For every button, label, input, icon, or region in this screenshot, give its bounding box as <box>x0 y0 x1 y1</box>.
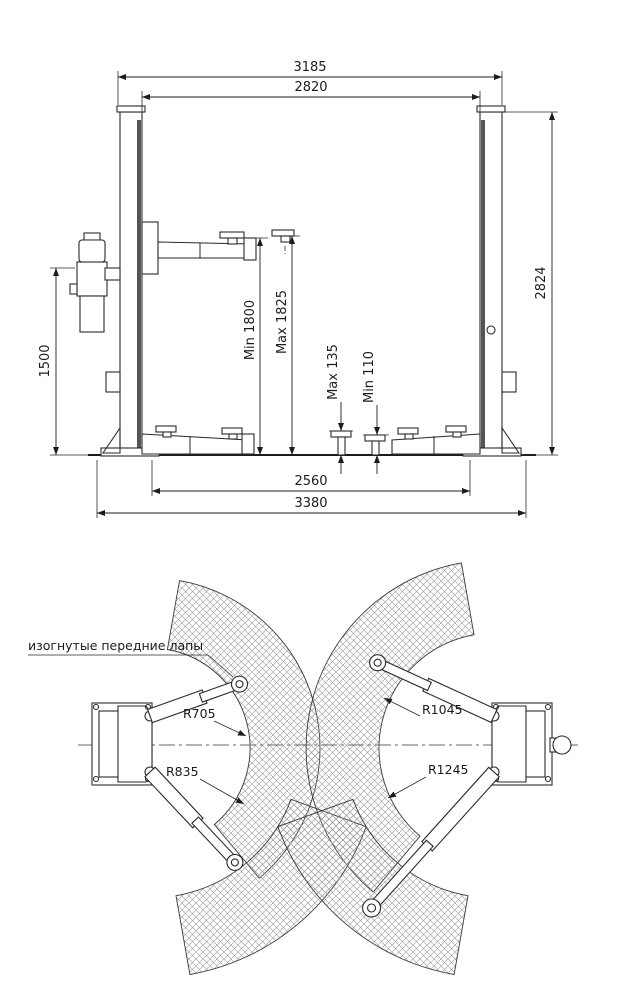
plan-rear-arm-right <box>361 766 500 918</box>
power-unit <box>69 232 121 333</box>
plan-rear-arm-left <box>144 766 244 871</box>
dim-max135-label: Max 135 <box>326 344 341 400</box>
dim-2824: 2824 <box>504 111 558 456</box>
radius-r705: R705 <box>183 706 247 737</box>
dim-2820-label: 2820 <box>294 80 327 95</box>
dim-3185: 3185 <box>117 60 503 105</box>
front-view: 3185 2820 2824 1500 Min 1800 <box>38 60 558 518</box>
dim-1500-label: 1500 <box>38 344 53 377</box>
dim-3380-label: 3380 <box>294 496 327 511</box>
plan-view: изогнутые передние лапы R705 R835 R1045 … <box>28 562 578 976</box>
dim-min110: Min 110 <box>362 351 389 474</box>
plan-front-arm-right <box>369 654 498 724</box>
front-arms-annotation: изогнутые передние лапы <box>28 638 234 678</box>
pad-min110 <box>364 434 386 456</box>
lower-arm-left <box>141 425 255 455</box>
plan-front-arm-left <box>146 675 249 724</box>
radius-r1045-label: R1045 <box>422 702 463 717</box>
radius-r1245: R1245 <box>387 762 469 799</box>
dim-min1800-label: Min 1800 <box>243 300 258 360</box>
dim-1500: 1500 <box>38 267 88 456</box>
dim-max1825: Max 1825 <box>272 235 300 455</box>
pad-max-height <box>271 229 295 256</box>
pad-max135 <box>330 430 352 456</box>
dim-min110-label: Min 110 <box>362 351 377 403</box>
dim-2560-label: 2560 <box>294 474 327 489</box>
right-post <box>462 105 522 457</box>
radius-r1245-label: R1245 <box>428 762 469 777</box>
dim-max1825-label: Max 1825 <box>275 290 290 354</box>
front-arms-annotation-label: изогнутые передние лапы <box>28 638 203 653</box>
radius-r835: R835 <box>166 764 245 805</box>
dim-2820: 2820 <box>141 80 481 112</box>
dim-2560: 2560 <box>151 460 471 496</box>
rear-arm-swing-right <box>277 798 469 976</box>
radius-r705-label: R705 <box>183 706 216 721</box>
dim-max135: Max 135 <box>326 344 353 474</box>
carriage-arm-raised <box>141 221 257 275</box>
radius-r835-label: R835 <box>166 764 199 779</box>
dim-2824-label: 2824 <box>534 266 549 299</box>
plan-right-post <box>488 702 572 786</box>
plan-left-post <box>91 702 156 786</box>
left-post <box>100 105 160 457</box>
lower-arm-right <box>391 425 481 455</box>
dim-min1800: Min 1800 <box>243 237 268 455</box>
dim-3185-label: 3185 <box>293 60 326 75</box>
dim-3380: 3380 <box>96 460 527 518</box>
radius-r1045: R1045 <box>383 697 463 717</box>
